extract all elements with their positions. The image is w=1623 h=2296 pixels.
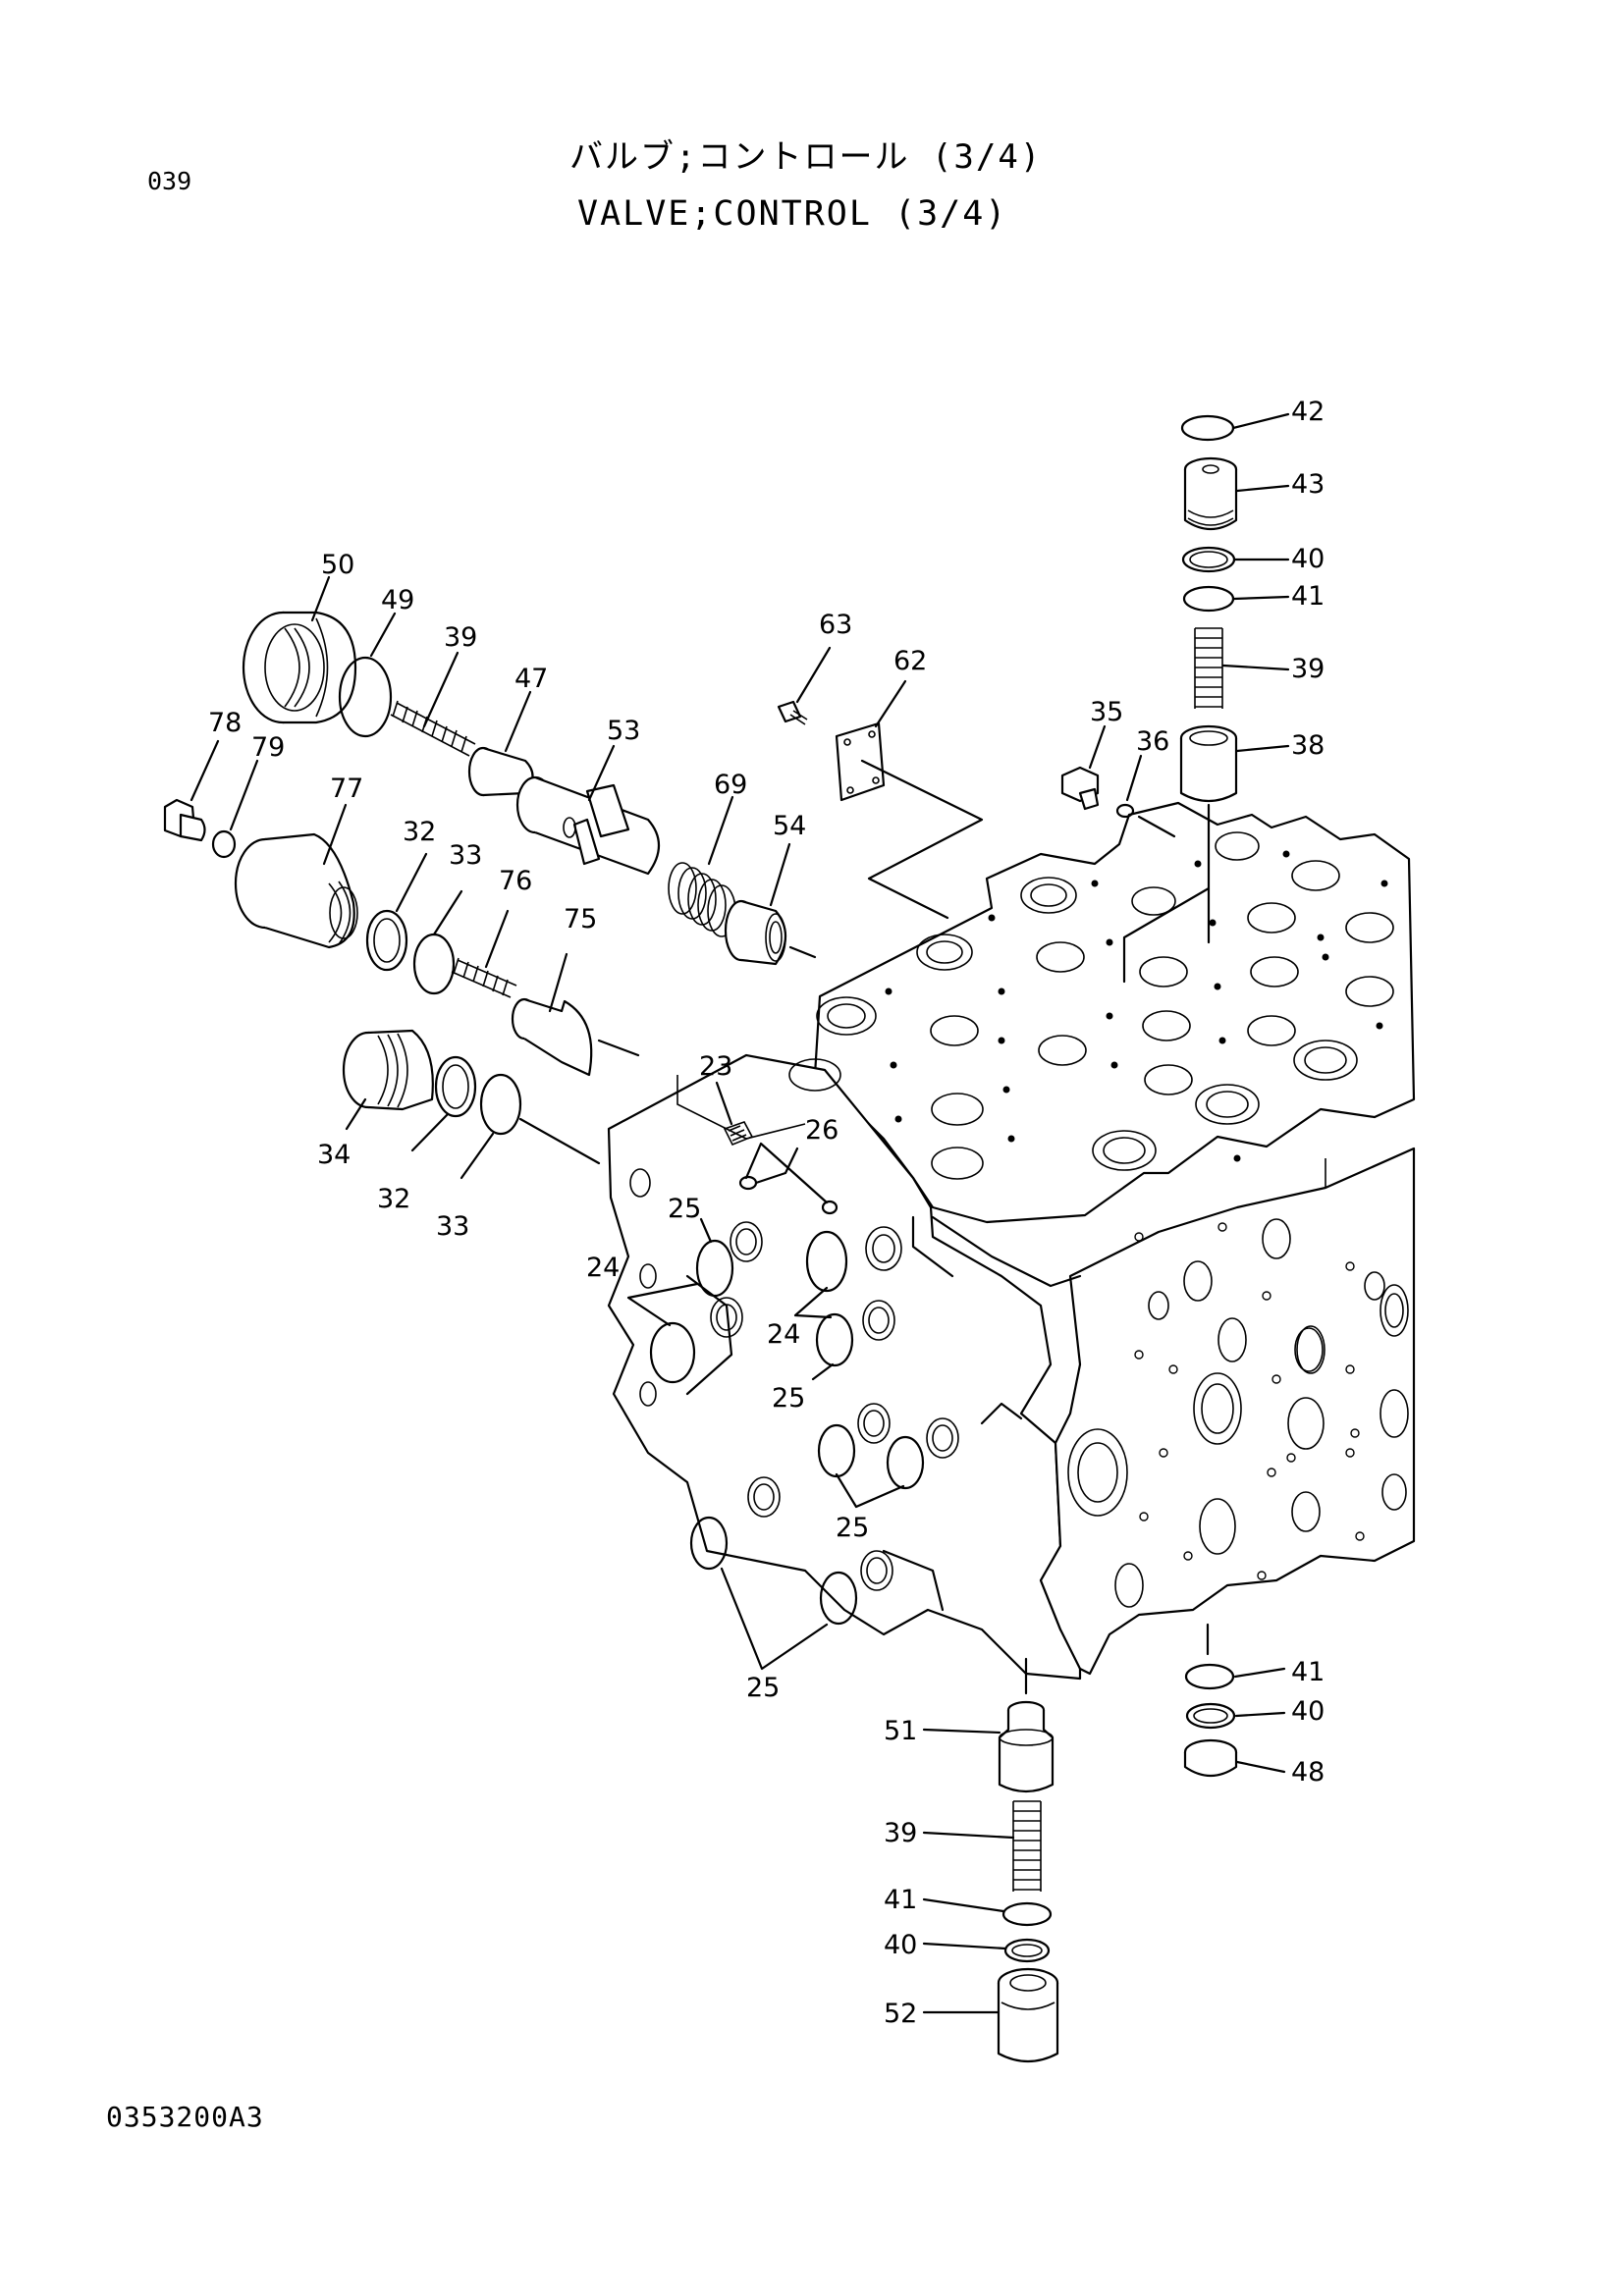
part-79-o-ring [211,829,237,859]
part-32-backup-ring-lower [434,1055,477,1118]
part-51-poppet [998,1700,1055,1793]
callout-40-lower: 40 [1291,1696,1325,1727]
callout-63: 63 [819,610,852,640]
part-42-o-ring [1180,414,1235,442]
callout-77: 77 [330,774,363,804]
part-54-sleeve [724,899,787,966]
callout-40: 40 [1291,544,1325,574]
callout-38: 38 [1291,730,1325,761]
callout-69: 69 [714,770,747,800]
part-o-rings-24-25 [649,1230,925,1626]
part-39-spring-lower [1012,1800,1042,1892]
callout-62: 62 [893,646,927,676]
callout-49: 49 [381,585,414,615]
callout-39: 39 [1291,654,1325,684]
callout-34: 34 [317,1140,351,1170]
callout-23: 23 [699,1051,732,1082]
part-35-plug [1060,766,1100,811]
part-47-piston [467,746,534,797]
callout-41-bottom: 41 [884,1885,917,1915]
part-38-poppet [1179,724,1238,803]
callout-42: 42 [1291,397,1325,427]
callout-25: 25 [668,1194,701,1224]
part-50-cap [242,611,357,724]
part-33-o-ring [412,933,456,995]
callout-79: 79 [251,732,285,763]
part-43-plug [1183,456,1238,531]
callout-52: 52 [884,1999,917,2029]
callout-labels: 42 43 40 41 39 38 35 36 63 62 50 49 39 4… [208,397,1325,2029]
part-40-backup-ring-bottom [1003,1938,1051,1963]
valve-body [607,801,1416,1681]
callout-78: 78 [208,708,242,738]
part-41-o-ring-bottom [1001,1901,1053,1927]
callout-25-bottom: 25 [746,1673,780,1703]
part-41-o-ring-lower [1184,1663,1235,1690]
part-39-spring [1194,627,1223,709]
callout-50: 50 [321,550,354,580]
callout-32-lower: 32 [377,1184,410,1214]
callout-40-bottom: 40 [884,1930,917,1960]
part-36-o-ring [1115,803,1135,819]
callout-24: 24 [586,1253,620,1283]
callout-75: 75 [564,904,597,934]
part-69-spring [668,862,736,937]
callout-41-lower: 41 [1291,1657,1325,1687]
callout-41: 41 [1291,581,1325,612]
title-english: VALVE;CONTROL (3/4) [577,194,1008,234]
part-78-plug [163,798,206,842]
callout-76: 76 [499,866,532,896]
callout-35: 35 [1090,697,1123,727]
part-49-o-ring [338,656,393,738]
callout-26: 26 [805,1115,839,1146]
part-48-plug [1183,1738,1238,1778]
drawing-code: 0353200A3 [106,2101,264,2133]
callout-32: 32 [403,817,436,847]
callout-53: 53 [607,716,640,746]
part-41-o-ring [1182,585,1235,613]
part-53-spool [515,775,660,876]
part-32-backup-ring [365,909,408,972]
part-23-plug [723,1121,754,1147]
callout-39-bottom: 39 [884,1818,917,1848]
callout-54: 54 [773,811,806,841]
callout-48: 48 [1291,1757,1325,1788]
callout-43: 43 [1291,469,1325,500]
part-76-spring [451,957,517,998]
callout-25-lower: 25 [836,1513,869,1543]
part-33-o-ring-lower [479,1073,522,1136]
part-52-plug [997,1967,1059,2063]
part-40-backup-ring [1181,546,1236,573]
title-japanese: バルブ;コントロール (3/4) [569,137,1043,177]
part-63-screw [777,700,808,725]
callout-33: 33 [449,840,482,871]
callout-25-mid: 25 [772,1383,805,1414]
callout-47: 47 [514,664,548,694]
callout-39-left: 39 [444,622,477,653]
callout-36: 36 [1136,726,1169,757]
page-code: 039 [147,167,192,195]
part-77-housing [234,832,358,949]
callout-24-right: 24 [767,1319,800,1350]
part-62-plate [835,721,984,920]
part-40-backup-ring-lower [1185,1702,1236,1730]
part-75-poppet [511,997,593,1077]
leader-lines [189,412,1290,2014]
callout-51: 51 [884,1716,917,1746]
part-34-plug [342,1029,434,1111]
callout-33-lower: 33 [436,1211,469,1242]
